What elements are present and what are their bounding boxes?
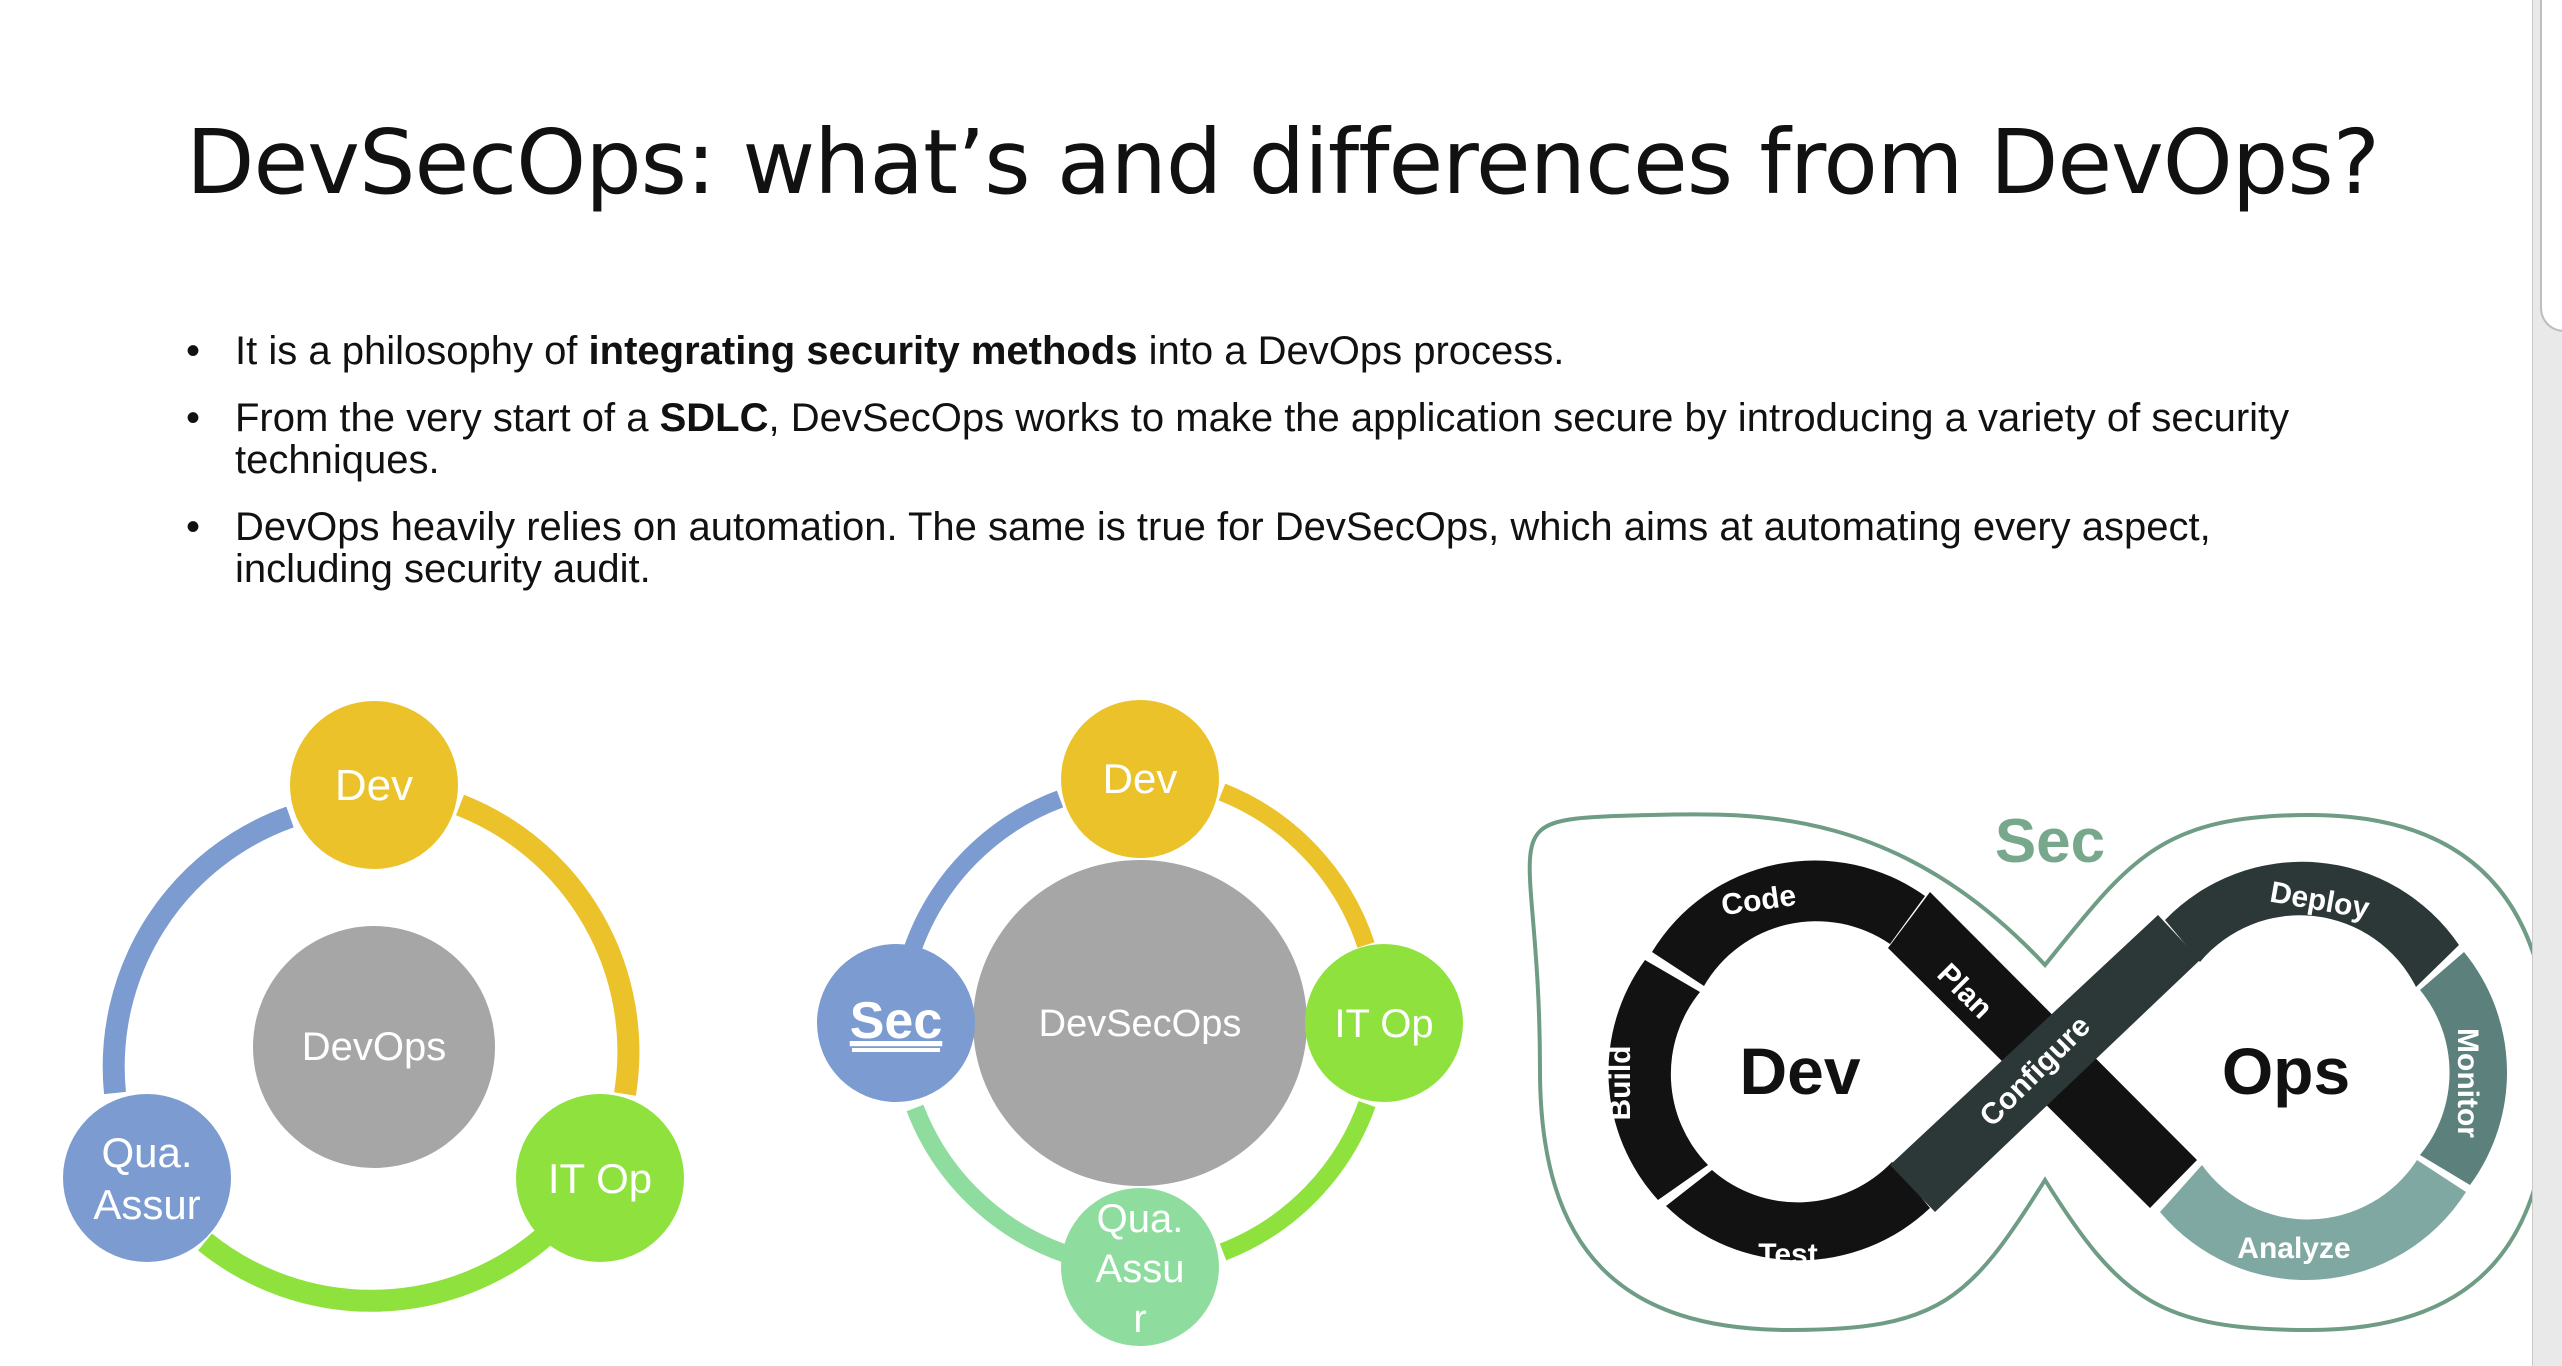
devsecops-arc-blue <box>904 790 1064 952</box>
bullet-marker: • <box>186 505 201 549</box>
devops-node-qa-label-1: Qua. <box>101 1129 192 1176</box>
bullet-marker: • <box>186 329 201 373</box>
bullet-text: From the very start of a <box>235 396 660 440</box>
infinity-stage-build: Build <box>1604 1046 1637 1121</box>
bullet-bold-text: integrating security methods <box>588 329 1138 373</box>
bullet-text: , DevSecOps works to make the applicatio… <box>235 396 2290 482</box>
devsecops-node-dev-label: Dev <box>1103 755 1178 802</box>
devsecops-node-sec-label: Sec <box>850 992 943 1050</box>
devsecops-node-itop-label: IT Op <box>1334 1002 1433 1046</box>
devsecops-center-label: DevSecOps <box>1039 1003 1242 1045</box>
devsecops-arc-lightgreen <box>906 1104 1069 1263</box>
infinity-stage-test: Test <box>1758 1238 1817 1271</box>
infinity-diagram: Sec Dev Ops Code Plan Build Test Configu… <box>1527 807 2553 1333</box>
devsecops-node-qa-label-1: Qua. <box>1097 1197 1184 1241</box>
devops-node-qa <box>63 1094 231 1262</box>
bullet-text: into a DevOps process. <box>1137 329 1565 373</box>
infinity-segment-code <box>1652 860 1925 986</box>
bullet-item: • DevOps heavily relies on automation. Th… <box>186 506 2346 590</box>
bullet-item: • It is a philosophy of integrating secur… <box>186 330 2346 372</box>
devops-cycle-diagram: DevOps Dev IT Op Qua. Assur <box>63 701 684 1312</box>
bullet-marker: • <box>186 396 201 440</box>
devops-center-circle <box>253 926 495 1168</box>
bullet-item: • From the very start of a SDLC, DevSecOp… <box>186 397 2346 481</box>
devsecops-cycle-diagram: DevSecOps Dev Sec IT Op Qua. Assu r <box>817 700 1463 1346</box>
infinity-segment-build <box>1608 960 1708 1200</box>
infinity-segment-configure <box>1890 915 2200 1212</box>
devops-node-qa-label-2: Assur <box>93 1181 200 1228</box>
devops-node-itop-label: IT Op <box>548 1155 652 1202</box>
bullet-text: It is a philosophy of <box>235 329 589 373</box>
devsecops-center-circle <box>973 860 1307 1186</box>
devsecops-node-qa <box>1061 1188 1219 1346</box>
infinity-ops-label: Ops <box>2222 1034 2350 1108</box>
devsecops-node-itop <box>1305 944 1463 1102</box>
devsecops-arc-gold <box>1218 783 1375 948</box>
infinity-stage-analyze: Analyze <box>2237 1232 2350 1265</box>
devsecops-arc-green <box>1219 1100 1376 1261</box>
infinity-sec-label: Sec <box>1995 807 2105 876</box>
infinity-segment-analyze <box>2160 1160 2466 1281</box>
devops-arc-gold <box>455 794 640 1096</box>
bullet-list: • It is a philosophy of integrating secur… <box>186 330 2346 615</box>
devsecops-node-qa-label-3: r <box>1133 1297 1146 1341</box>
infinity-segment-monitor <box>2420 952 2507 1185</box>
devsecops-node-sec <box>817 944 975 1102</box>
infinity-segment-deploy <box>2165 861 2459 987</box>
infinity-stage-monitor: Monitor <box>2451 1028 2484 1138</box>
devsecops-node-qa-label-2: Assu <box>1096 1247 1185 1291</box>
infinity-dev-label: Dev <box>1739 1034 1860 1108</box>
infinity-segment-test <box>1666 1162 1930 1261</box>
bullet-bold-text: SDLC <box>659 396 769 440</box>
devops-center-label: DevOps <box>302 1025 447 1069</box>
devops-node-dev-label: Dev <box>335 761 413 810</box>
devops-arc-green <box>198 1227 553 1312</box>
bullet-text: DevOps heavily relies on automation. The… <box>235 505 2211 591</box>
devops-node-itop <box>516 1094 684 1262</box>
infinity-outline <box>1527 812 2553 1333</box>
devops-node-dev <box>290 701 458 869</box>
window-scrollbar-thumb[interactable] <box>2540 0 2562 332</box>
devsecops-node-dev <box>1061 700 1219 858</box>
slide-title: DevSecOps: what’s and differences from D… <box>186 110 2380 214</box>
devops-arc-blue <box>102 806 294 1095</box>
